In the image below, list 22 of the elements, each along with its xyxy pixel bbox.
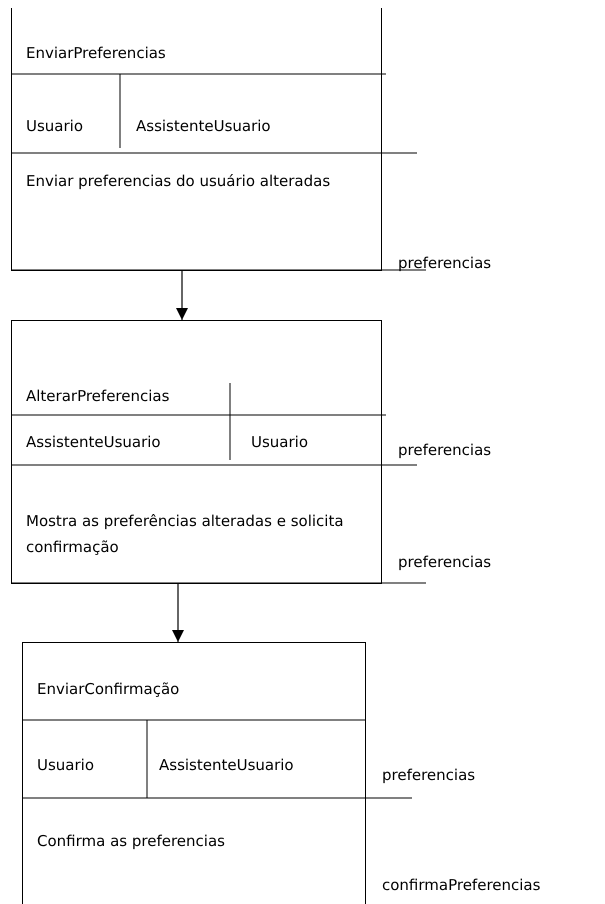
role-name: Usuario (251, 432, 308, 453)
arrow (172, 583, 184, 642)
attribute-label: confirmaPreferencias (382, 875, 540, 896)
role-name: AssistenteUsuario (136, 116, 271, 137)
description: Mostra as preferências alteradas e solicita confirmação (26, 511, 345, 558)
role-name: AssistenteUsuario (26, 432, 161, 453)
arrow (176, 270, 188, 320)
attribute-label: preferencias (398, 552, 492, 573)
role-name: Usuario (26, 116, 84, 137)
attribute-label: preferencias (398, 440, 492, 461)
class-box (11, 8, 382, 271)
role-name: AssistenteUsuario (159, 755, 294, 776)
role-name: Usuario (37, 755, 94, 776)
description: Confirma as preferencias (37, 831, 226, 852)
attribute-label: preferencias (398, 253, 492, 274)
class-box (22, 642, 366, 904)
class-name: EnviarPreferencias (26, 43, 166, 64)
class-name: EnviarConfirmação (37, 679, 180, 700)
description: Enviar preferencias do usuário alteradas (26, 171, 332, 192)
class-box (11, 320, 382, 584)
attribute-label: preferencias (382, 765, 476, 786)
class-name: AlterarPreferencias (26, 386, 170, 407)
